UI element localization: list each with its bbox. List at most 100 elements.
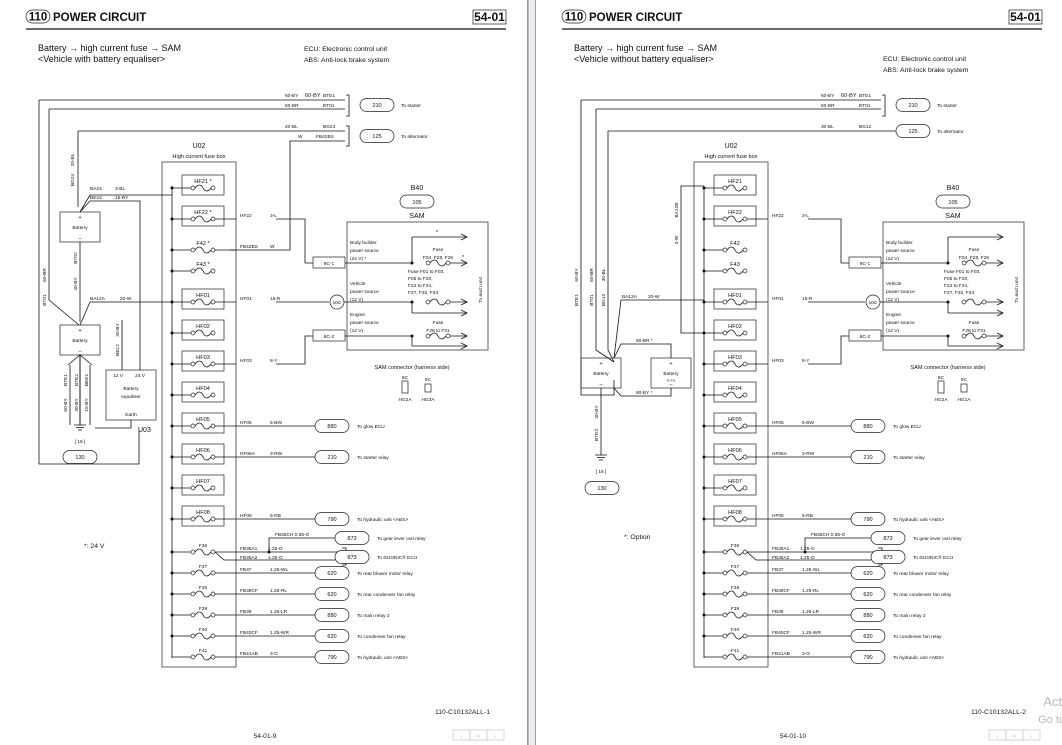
dest-pill-hf08-text[interactable]: 790 bbox=[327, 517, 336, 523]
dest-pill-fb38cf[interactable] bbox=[850, 587, 886, 601]
dest-pill-fb41ab[interactable] bbox=[314, 650, 350, 664]
fuse-terminal bbox=[742, 392, 748, 398]
dest-pill-fb41ab[interactable] bbox=[850, 650, 886, 664]
fusebox-outline bbox=[161, 161, 237, 668]
fuse-icon bbox=[726, 515, 744, 523]
dest-pill-fb38cf-text[interactable]: 620 bbox=[863, 592, 872, 598]
dest-pill-fb36ch-text[interactable]: 873 bbox=[347, 536, 356, 542]
nav-next-button[interactable] bbox=[486, 729, 505, 741]
nav-prev-icon[interactable]: ‹ bbox=[461, 734, 463, 740]
dest-pill-fb36a[interactable] bbox=[870, 550, 906, 564]
dest-label-hf06a: To starter relay bbox=[893, 455, 925, 461]
fuse-icon bbox=[726, 548, 744, 556]
wire-30bl: 30‐BL bbox=[821, 124, 834, 130]
dest-pill-fb41ab-text[interactable]: 790 bbox=[327, 655, 336, 661]
fuse-terminal bbox=[190, 570, 196, 576]
dest-pill-fb36a-text[interactable]: 873 bbox=[347, 555, 356, 561]
dest-pill-hf06a-text[interactable]: 210 bbox=[863, 455, 872, 461]
dest-pill-hf05[interactable] bbox=[314, 419, 350, 433]
dest-pill-hf06a[interactable] bbox=[314, 450, 350, 464]
dest-pill-fb36ch[interactable] bbox=[870, 531, 906, 545]
arrow-head-icon bbox=[460, 298, 468, 306]
dest-pill-hf05-text[interactable]: 880 bbox=[327, 424, 336, 430]
starter-pill-text[interactable]: 210 bbox=[908, 103, 917, 109]
sam-ref[interactable]: 105 bbox=[412, 200, 421, 206]
dest-pill-fb36a-text[interactable]: 873 bbox=[883, 555, 892, 561]
dest-pill-hf08-text[interactable]: 790 bbox=[863, 517, 872, 523]
wire-fb36a2-code: FB36A2 bbox=[240, 555, 258, 561]
dest-pill-fb38cf-text[interactable]: 620 bbox=[327, 592, 336, 598]
fuse-terminal bbox=[722, 633, 728, 639]
battery-sub: <+> bbox=[667, 378, 676, 384]
sam-fuse-mid-1: F05 to F20, bbox=[944, 276, 969, 282]
dest-pill-fb38cf[interactable] bbox=[314, 587, 350, 601]
dest-pill-hf08[interactable] bbox=[314, 512, 350, 526]
nav-up-icon[interactable]: ˄ bbox=[477, 734, 480, 740]
sam-body-3: (24 V) * bbox=[350, 256, 366, 262]
ground-pill[interactable] bbox=[62, 450, 98, 464]
fuse-terminal bbox=[722, 268, 728, 274]
sam-ref-pill[interactable] bbox=[399, 194, 435, 209]
dest-pill-fb40cf[interactable] bbox=[850, 629, 886, 643]
dest-pill-hf05-text[interactable]: 880 bbox=[863, 424, 872, 430]
wire-fb36a2 bbox=[214, 551, 345, 561]
top-wire-1: 60‐BY bbox=[305, 93, 321, 99]
dest-pill-fb37[interactable] bbox=[850, 566, 886, 580]
starter-pill[interactable] bbox=[895, 98, 931, 112]
ground-pill-text[interactable]: 130 bbox=[597, 486, 606, 492]
wire-60br: 60‐BR bbox=[821, 103, 835, 109]
dest-label-fb40cf: To condenser fan relay bbox=[357, 634, 406, 640]
alternator-pill[interactable] bbox=[895, 124, 931, 138]
dest-pill-fb37-text[interactable]: 620 bbox=[327, 571, 336, 577]
wire-fb36a1-code: FB36A1 bbox=[240, 546, 258, 552]
nav-next-icon[interactable]: › bbox=[495, 734, 497, 740]
fuse-name-hf07: HF07 bbox=[728, 479, 742, 485]
dest-pill-fb39[interactable] bbox=[850, 608, 886, 622]
alternator-label: To alternator bbox=[937, 129, 964, 135]
fuse-wire-hf01: 15‐R bbox=[802, 296, 813, 302]
ground-pill[interactable] bbox=[584, 481, 620, 495]
dest-pill-fb40cf[interactable] bbox=[314, 629, 350, 643]
sam-veh-2: power source bbox=[886, 289, 915, 295]
dest-pill-fb36ch[interactable] bbox=[334, 531, 370, 545]
dest-pill-fb40cf-text[interactable]: 620 bbox=[863, 634, 872, 640]
junction-dot bbox=[170, 331, 174, 335]
alternator-pill[interactable] bbox=[359, 129, 395, 143]
label-bridge-top: 60‐BR * bbox=[636, 338, 653, 344]
nav-up-icon[interactable]: ˄ bbox=[1013, 734, 1016, 740]
arrow-head-icon bbox=[996, 342, 1004, 350]
dest-pill-fb39-text[interactable]: 880 bbox=[863, 613, 872, 619]
fusebox-name: High current fuse box bbox=[704, 154, 757, 160]
fuse-terminal bbox=[742, 423, 748, 429]
dest-pill-hf08[interactable] bbox=[850, 512, 886, 526]
sam-id: B40 bbox=[411, 185, 424, 192]
nav-next-button[interactable] bbox=[1022, 729, 1041, 741]
sam-veh-2: power source bbox=[350, 289, 379, 295]
nav-next-icon[interactable]: › bbox=[1031, 734, 1033, 740]
dest-pill-fb37-text[interactable]: 620 bbox=[863, 571, 872, 577]
starter-pill[interactable] bbox=[359, 98, 395, 112]
dest-pill-fb37[interactable] bbox=[314, 566, 350, 580]
dest-pill-fb41ab-text[interactable]: 790 bbox=[863, 655, 872, 661]
starter-pill-text[interactable]: 210 bbox=[372, 103, 381, 109]
dest-pill-hf06a-text[interactable]: 210 bbox=[327, 455, 336, 461]
equaliser-name-2: equaliser bbox=[121, 394, 141, 400]
dest-pill-hf05[interactable] bbox=[850, 419, 886, 433]
alternator-pill-text[interactable]: 125 bbox=[908, 129, 917, 135]
nav-prev-icon[interactable]: ‹ bbox=[997, 734, 999, 740]
dest-pill-fb39[interactable] bbox=[314, 608, 350, 622]
fuse-terminal bbox=[742, 454, 748, 460]
sam-ref-pill[interactable] bbox=[935, 194, 971, 209]
fuse-out-hf06a: HF06A bbox=[772, 451, 788, 457]
sam-ref[interactable]: 105 bbox=[948, 200, 957, 206]
dest-pill-fb36ch-text[interactable]: 873 bbox=[883, 536, 892, 542]
sam-connector-caption: SAM connector (harness side) bbox=[910, 365, 985, 371]
dest-pill-fb36a[interactable] bbox=[334, 550, 370, 564]
dest-pill-fb39-text[interactable]: 880 bbox=[327, 613, 336, 619]
alternator-pill-text[interactable]: 125 bbox=[372, 134, 381, 140]
ground-pill-text[interactable]: 130 bbox=[75, 455, 84, 461]
battery-label: Battery bbox=[663, 371, 679, 377]
dest-pill-hf06a[interactable] bbox=[850, 450, 886, 464]
dest-pill-fb40cf-text[interactable]: 620 bbox=[327, 634, 336, 640]
fuse-icon bbox=[194, 611, 212, 619]
